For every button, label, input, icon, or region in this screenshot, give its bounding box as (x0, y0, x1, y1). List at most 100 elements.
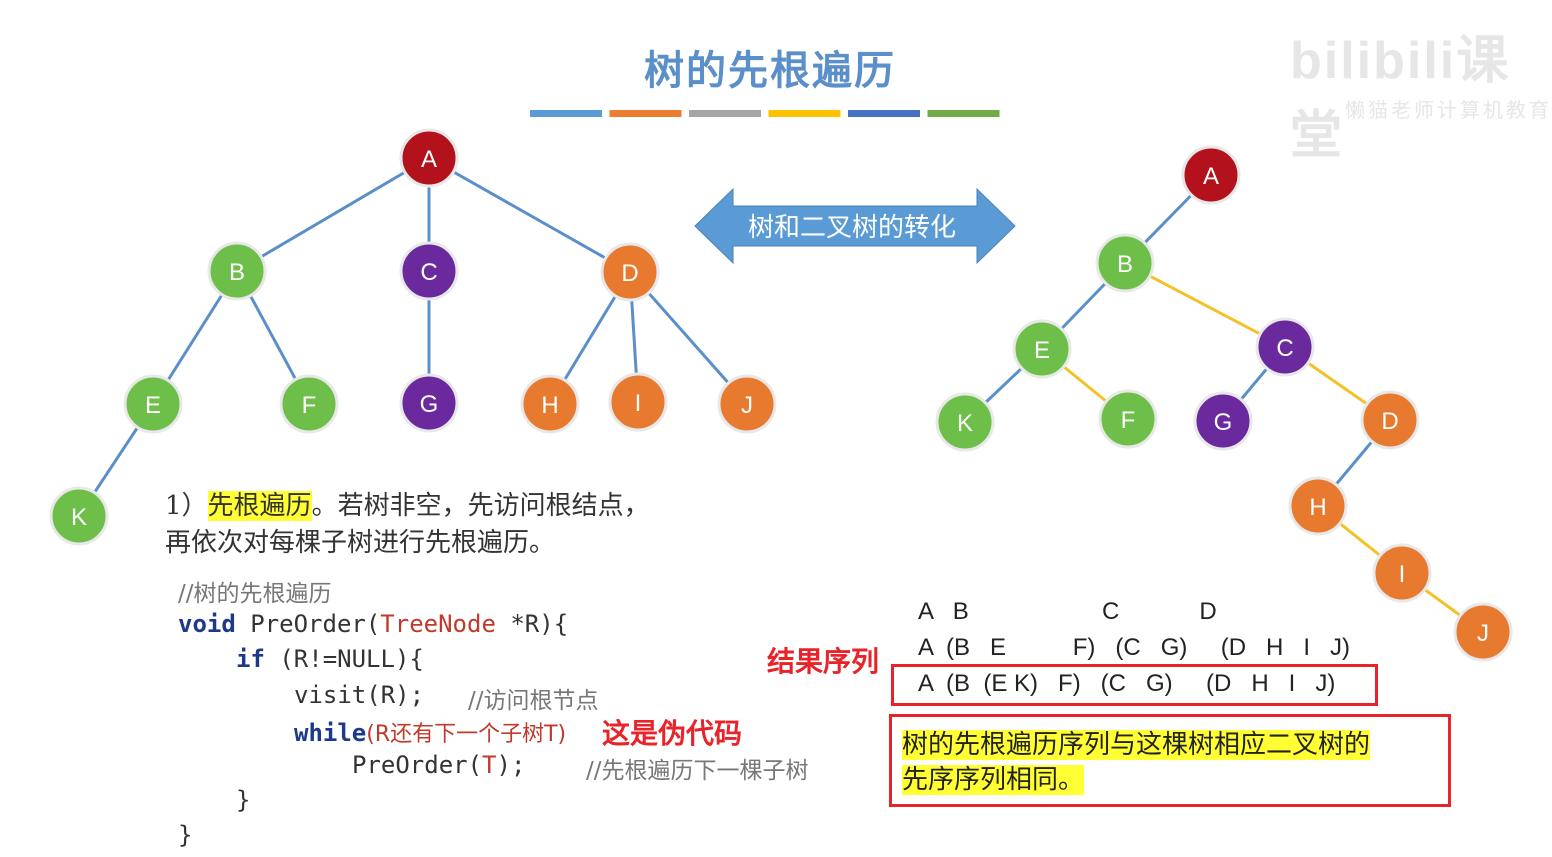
tree-node-circle (600, 242, 660, 302)
while-condition: (R还有下一个子树T) (366, 722, 567, 747)
tree-edges (77, 156, 749, 517)
note-text-1: 树的先根遍历序列与这棵树相应二叉树的 (902, 730, 1371, 760)
if-condition: (R!=NULL){ (264, 645, 424, 673)
tree-node-H: H (520, 374, 580, 434)
tree-node-label: C (420, 259, 437, 286)
note-line-2: 先序序列相同。 (902, 763, 1370, 798)
code-comment-recursive: //先根遍历下一棵子树 (586, 758, 809, 784)
tree-node-E: E (123, 374, 183, 434)
tree-node-circle (279, 374, 339, 434)
code-line-recursive-call: PreOrder(T); (352, 751, 525, 779)
definition-line-2: 再依次对每棵子树进行先根遍历。 (165, 528, 556, 558)
tree-node-label: K (71, 504, 87, 531)
bt-node-circle (1193, 391, 1253, 451)
conclusion-note: 树的先根遍历序列与这棵树相应二叉树的 先序序列相同。 (902, 728, 1371, 798)
title-bar-segment-1 (530, 110, 602, 117)
arrow-label: 树和二叉树的转化 (748, 213, 956, 243)
code-line-signature: void PreOrder(TreeNode *R){ (178, 610, 568, 638)
bt-node-circle (1181, 145, 1241, 205)
keyword-if: if (236, 645, 265, 673)
title-bar-segment-6 (927, 110, 1000, 117)
sequence-row-2: A (B E F) (C G) (D H I J) (918, 634, 1351, 661)
tree-node-circle (399, 241, 459, 301)
params: *R){ (495, 610, 569, 638)
bt-node-F: F (1098, 389, 1158, 449)
watermark-subtitle: 懒猫老师计算机教育 (1345, 100, 1552, 122)
sequence-row-3: A (B (E K) F) (C G) (D H I J) (918, 670, 1336, 697)
tree-node-circle (608, 372, 668, 432)
bt-node-A: A (1181, 145, 1241, 205)
bt-node-label: G (1214, 409, 1233, 436)
tree-node-label: H (541, 392, 558, 419)
bt-node-label: D (1381, 408, 1398, 435)
pseudocode-label: 这是伪代码 (602, 717, 743, 750)
result-sequence-box (891, 664, 1378, 706)
definition-text: 1）先根遍历。若树非空，先访问根结点， 再依次对每棵子树进行先根遍历。 (165, 488, 650, 562)
code-comment-visit: //访问根节点 (468, 688, 599, 714)
code-close-inner: } (236, 786, 251, 814)
title-bar-segment-2 (609, 110, 682, 117)
bt-node-H: H (1288, 476, 1348, 536)
item-number: 1） (165, 491, 208, 521)
tree-node-label: E (145, 392, 161, 419)
bt-node-label: K (957, 410, 973, 437)
tree-node-B: B (207, 241, 267, 301)
bt-node-label: I (1399, 561, 1406, 588)
tree-node-label: A (421, 146, 437, 173)
tree-node-circle (207, 241, 267, 301)
tree-node-circle (399, 128, 459, 188)
result-label: 结果序列 (767, 645, 880, 678)
definition-rest: 。若树非空，先访问根结点， (311, 491, 650, 521)
call-arg: T (482, 751, 497, 779)
slide-title: 树的先根遍历 (644, 48, 896, 94)
bt-node-label: F (1121, 407, 1136, 434)
double-arrow-shape (694, 187, 1016, 265)
definition-line-1: 1）先根遍历。若树非空，先访问根结点， (165, 488, 650, 525)
bt-node-circle (1098, 389, 1158, 449)
tree-node-label: F (302, 392, 317, 419)
watermark-logo: bilibili课堂 (1290, 32, 1511, 165)
tree-node-circle (49, 486, 109, 546)
term-highlight: 先根遍历 (207, 491, 312, 521)
bt-node-circle (935, 392, 995, 452)
sequence-row-1: A B C D (918, 598, 1217, 625)
tree-node-label: I (635, 390, 642, 417)
bt-node-K: K (935, 392, 995, 452)
title-bar-segment-4 (768, 110, 841, 117)
code-line-while: while(R还有下一个子树T) (294, 716, 566, 748)
bt-node-circle (1360, 390, 1420, 450)
keyword-while: while (294, 719, 367, 747)
type-name: TreeNode (380, 610, 496, 638)
bt-node-circle (1372, 543, 1432, 603)
tree-node-J: J (717, 374, 777, 434)
tree-node-K: K (49, 486, 109, 546)
tree-edge-A-B (236, 156, 430, 273)
code-line-visit: visit(R); (294, 681, 424, 709)
bt-node-J: J (1453, 602, 1513, 662)
bt-node-B: B (1095, 233, 1155, 293)
recursive-call: PreOrder( (352, 751, 483, 779)
title-bar-segment-3 (689, 110, 761, 117)
tree-node-circle (123, 374, 183, 434)
tree-node-circle (520, 374, 580, 434)
conversion-arrow: 树和二叉树的转化 (694, 187, 1016, 265)
code-comment-title: //树的先根遍历 (178, 581, 332, 607)
tree-node-label: B (229, 259, 245, 286)
tree-node-F: F (279, 374, 339, 434)
code-close-outer: } (178, 821, 193, 849)
bt-node-C: C (1255, 317, 1315, 377)
bt-node-circle (1012, 319, 1072, 379)
bt-node-label: E (1034, 337, 1050, 364)
tree-node-label: J (741, 392, 753, 419)
call-end: ); (496, 751, 526, 779)
code-line-if: if (R!=NULL){ (236, 645, 424, 673)
tree-node-circle (399, 373, 459, 433)
bt-node-circle (1453, 602, 1513, 662)
bt-node-label: C (1276, 335, 1293, 362)
bt-node-circle (1095, 233, 1155, 293)
keyword-void: void (178, 610, 236, 638)
tree-node-D: D (600, 242, 660, 302)
